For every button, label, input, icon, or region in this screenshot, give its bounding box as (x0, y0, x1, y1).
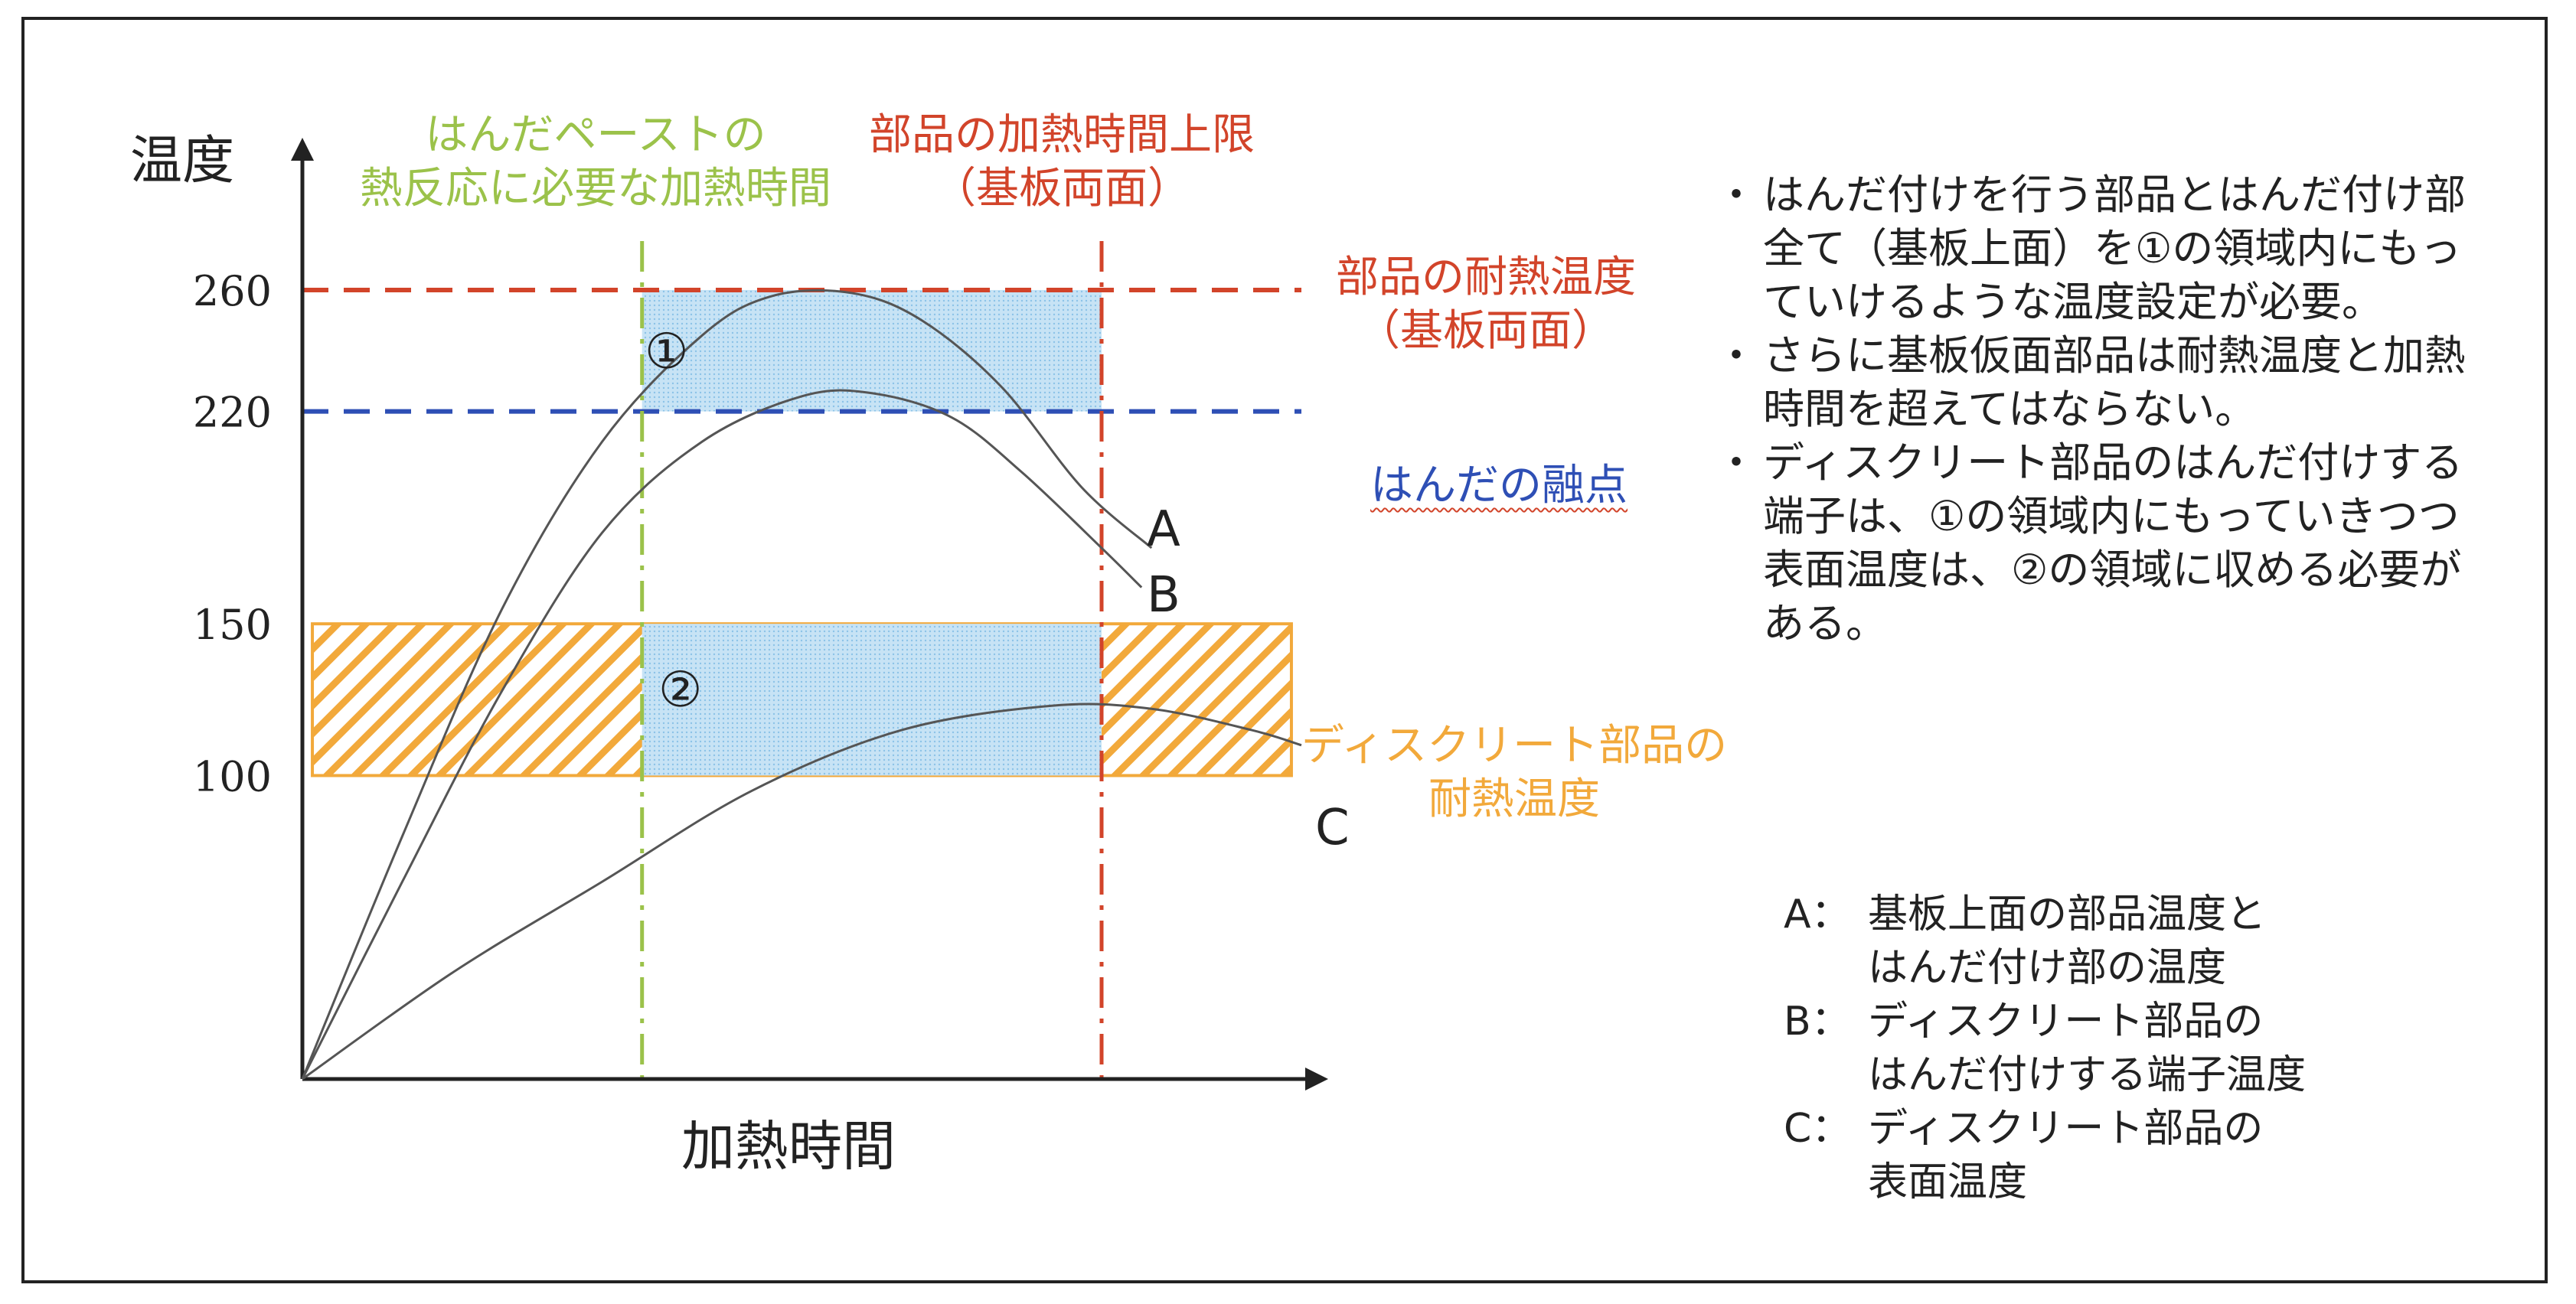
legend-item-a: A： 基板上面の部品温度と はんだ付け部の温度 (1784, 888, 2306, 995)
note-item: ディスクリート部品のはんだ付けする端子は、①の領域内にもっていきつつ表面温度は、… (1716, 436, 2476, 650)
legend-text: ディスクリート部品の 表面温度 (1868, 1106, 2264, 1205)
region-2-area (642, 624, 1102, 776)
x-axis-label: 加熱時間 (681, 1115, 896, 1178)
legend-text: ディスクリート部品の はんだ付けする端子温度 (1868, 999, 2307, 1098)
y-axis-label: 温度 (130, 131, 235, 191)
series-b-curve (301, 389, 1143, 1080)
y-tick-label: 260 (193, 267, 272, 315)
legend-item-c: C： ディスクリート部品の 表面温度 (1784, 1102, 2306, 1209)
region-2-marker: ② (658, 662, 703, 719)
heating-time-limit-label: 部品の加熱時間上限 （基板両面） (869, 110, 1255, 214)
legend-item-b: B： ディスクリート部品の はんだ付けする端子温度 (1784, 995, 2306, 1102)
series-a-curve (301, 289, 1153, 1080)
heat-resistance-label: 部品の耐熱温度 （基板両面） (1336, 253, 1636, 356)
legend-key: C： (1784, 1106, 1852, 1152)
region-1-area (642, 289, 1102, 412)
series-legend: A： 基板上面の部品温度と はんだ付け部の温度 B： ディスクリート部品の はん… (1784, 888, 2306, 1209)
legend-key: B： (1784, 999, 1851, 1045)
paste-heat-time-label: はんだペーストの 熱反応に必要な加熱時間 (360, 110, 831, 214)
legend-text: 基板上面の部品温度と はんだ付け部の温度 (1868, 892, 2267, 991)
melting-point-label: はんだの融点 (1370, 461, 1628, 510)
y-tick-label: 220 (193, 389, 272, 437)
figure-frame (21, 17, 2548, 1283)
note-item: さらに基板仮面部品は耐熱温度と加熱時間を超えてはならない。 (1716, 329, 2476, 436)
legend-key: A： (1784, 892, 1851, 937)
series-a-label: A (1147, 501, 1180, 558)
series-c-label: C (1315, 800, 1350, 856)
note-item: はんだ付けを行う部品とはんだ付け部全て（基板上面）を①の領域内にもっていけるよう… (1716, 168, 2476, 329)
y-tick-label: 100 (193, 752, 272, 800)
notes-list: はんだ付けを行う部品とはんだ付け部全て（基板上面）を①の領域内にもっていけるよう… (1716, 168, 2476, 650)
discrete-heat-resistance-label: ディスクリート部品の 耐熱温度 (1301, 721, 1728, 824)
region-1-marker: ① (645, 324, 689, 380)
y-tick-label: 150 (193, 601, 272, 649)
series-b-label: B (1147, 567, 1180, 624)
series-c-curve (302, 703, 1302, 1081)
